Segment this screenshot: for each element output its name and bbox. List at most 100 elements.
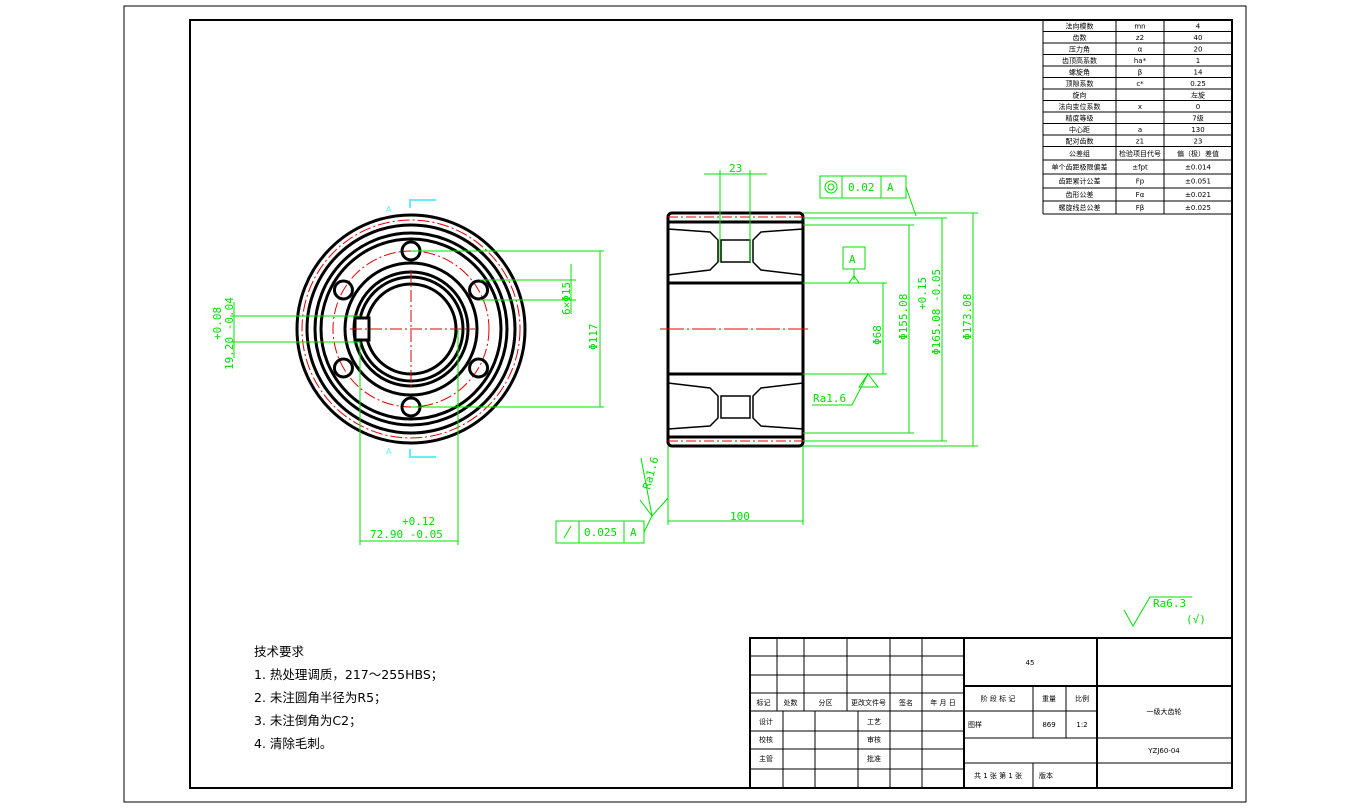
cell-text: 0: [1196, 103, 1200, 111]
svg-text:Φ68: Φ68: [871, 325, 884, 345]
cell-text: ha*: [1134, 57, 1147, 65]
cell-text: 重量: [1042, 695, 1056, 703]
cell-text: 精度等级: [1066, 113, 1094, 122]
surface-finish-note: Ra6.3 (√): [1123, 596, 1206, 628]
tech-item: 4. 清除毛刺。: [254, 736, 333, 751]
svg-text:A: A: [630, 526, 637, 539]
svg-text:A: A: [849, 253, 856, 266]
title-block: 标记处数分区更改文件号签名年 月 日设计工艺校核审核主管批准45阶 段 标 记重…: [749, 637, 1233, 789]
cell-text: 阶 段 标 记: [981, 694, 1016, 703]
cell-text: 20: [1194, 45, 1203, 53]
svg-text:6×Φ15: 6×Φ15: [560, 282, 573, 315]
svg-text:Ra1.6: Ra1.6: [640, 455, 661, 490]
cell-text: 批准: [867, 754, 881, 763]
svg-text:19.20 -0.04: 19.20 -0.04: [223, 297, 236, 370]
cell-text: ±0.051: [1185, 178, 1211, 186]
cell-text: 配对齿数: [1066, 136, 1094, 145]
cell-text: 旋向: [1073, 90, 1087, 99]
cell-text: ±0.021: [1185, 191, 1211, 199]
cell-text: Fβ: [1136, 204, 1145, 212]
cell-text: 40: [1194, 34, 1203, 42]
front-view: A A Φ117 6×Φ15 +0.08 19.20 -0.04 +0.12 7…: [211, 199, 604, 545]
cell-text: 检验项目代号: [1119, 149, 1161, 158]
cell-text: 更改文件号: [851, 698, 886, 707]
svg-text:Φ155.08: Φ155.08: [897, 294, 910, 340]
cell-text: 0.25: [1190, 80, 1206, 88]
cell-text: 版本: [1039, 771, 1053, 780]
cell-text: ±fpt: [1132, 164, 1148, 172]
tech-title: 技术要求: [254, 644, 305, 659]
svg-text:+0.08: +0.08: [211, 307, 224, 340]
svg-text:0.02: 0.02: [848, 181, 875, 194]
cell-text: β: [1138, 68, 1142, 76]
cell-text: x: [1138, 103, 1142, 111]
cell-text: 偏（极）差值: [1177, 149, 1219, 158]
cell-text: 标记: [757, 698, 771, 707]
svg-text:A: A: [887, 181, 894, 194]
cell-text: z2: [1136, 34, 1144, 42]
tech-item: 1. 热处理调质，217～255HBS；: [254, 667, 444, 682]
weight: 869: [1042, 721, 1055, 729]
cell-text: mn: [1134, 22, 1145, 30]
cell-text: 签名: [899, 698, 913, 707]
cell-text: Fp: [1136, 178, 1145, 186]
cell-text: 7级: [1192, 113, 1203, 122]
cell-text: 压力角: [1069, 44, 1090, 53]
svg-text:Φ165.08 -0.05: Φ165.08 -0.05: [930, 269, 943, 355]
cell-text: 4: [1196, 22, 1201, 30]
cell-text: 共 1 张 第 1 张: [974, 771, 1022, 780]
cell-text: 1: [1196, 57, 1200, 65]
cell-text: 图样: [968, 720, 982, 729]
scale: 1:2: [1076, 721, 1087, 729]
drawing-number: YZJ60-04: [1147, 747, 1180, 755]
cell-text: ±0.025: [1185, 204, 1211, 212]
cell-text: 设计: [759, 717, 773, 726]
section-view: 23 Φ173.08 +0.15 Φ165.08 -0.05 Φ155.08 Φ…: [555, 162, 978, 544]
svg-text:A: A: [386, 205, 392, 214]
cell-text: Fα: [1136, 191, 1145, 199]
cell-text: 螺旋角: [1069, 67, 1090, 76]
cell-text: ±0.014: [1185, 164, 1211, 172]
bolt-hole: [332, 279, 354, 301]
drawing-frame: [189, 19, 1233, 789]
svg-text:23: 23: [729, 162, 742, 175]
part-name: 一级大齿轮: [1147, 707, 1182, 716]
svg-text:72.90 -0.05: 72.90 -0.05: [370, 528, 443, 541]
material: 45: [1026, 659, 1035, 667]
bolt-hole: [468, 357, 490, 379]
cell-text: 公差组: [1069, 149, 1090, 158]
svg-text:(√): (√): [1186, 613, 1206, 626]
bolt-hole: [468, 279, 490, 301]
cell-text: c*: [1136, 80, 1144, 88]
tech-item: 2. 未注圆角半径为R5；: [254, 690, 387, 705]
tech-item: 3. 未注倒角为C2；: [254, 713, 362, 728]
svg-text:Φ173.08: Φ173.08: [961, 294, 974, 340]
cell-text: 主管: [759, 754, 773, 763]
cell-text: z1: [1136, 137, 1144, 145]
cell-text: 校核: [759, 735, 773, 744]
svg-text:+0.12: +0.12: [402, 515, 435, 528]
cell-text: 法向变位系数: [1059, 102, 1101, 111]
cell-text: 比例: [1075, 694, 1089, 703]
cell-text: 处数: [784, 698, 798, 707]
svg-text:Ra1.6: Ra1.6: [813, 392, 846, 405]
cell-text: 工艺: [867, 718, 881, 726]
cell-text: 中心距: [1069, 125, 1090, 134]
svg-text:+0.15: +0.15: [916, 277, 929, 310]
cell-text: 螺旋线总公差: [1059, 203, 1101, 212]
cell-text: 年 月 日: [930, 698, 955, 707]
cell-text: a: [1138, 126, 1142, 134]
svg-text:A: A: [386, 447, 392, 456]
cell-text: 齿顶高系数: [1062, 56, 1097, 65]
cell-text: 130: [1191, 126, 1204, 134]
cell-text: 齿数: [1073, 33, 1087, 42]
cell-text: 齿距累计公差: [1059, 177, 1101, 186]
cell-text: α: [1138, 45, 1143, 53]
cell-text: 左旋: [1191, 90, 1205, 99]
svg-text:Φ117: Φ117: [587, 324, 600, 351]
cell-text: 齿形公差: [1066, 190, 1094, 199]
svg-text:0.025: 0.025: [584, 526, 617, 539]
svg-text:Ra6.3: Ra6.3: [1153, 597, 1186, 610]
